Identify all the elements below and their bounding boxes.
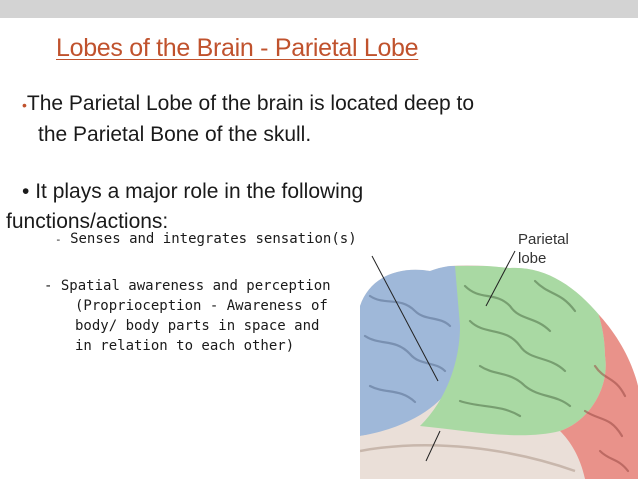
sub-item-text: Spatial awareness and perception [60, 278, 331, 294]
sub-item-text: in relation to each other) [75, 338, 295, 354]
bullet-line: The Parietal Lobe of the brain is locate… [26, 92, 475, 115]
sub-item-sensation: - Senses and integrates sensation(s) [55, 229, 357, 250]
label-pointer-line [485, 250, 516, 307]
lateral-fissure [360, 444, 576, 473]
bullet-functions: • It plays a major role in the following… [6, 177, 446, 237]
occipital-gyri [583, 364, 630, 473]
frontal-lobe [360, 266, 463, 436]
slide-title: Lobes of the Brain - Parietal Lobe [56, 34, 419, 62]
sub-item-text: Senses and integrates sensation(s) [70, 231, 357, 247]
sub-item-text: body/ body parts in space and [75, 318, 320, 334]
parietal-lobe [420, 266, 606, 436]
gyri-lines [458, 279, 577, 418]
sub-item-text: (Proprioception - Awareness of [75, 298, 328, 314]
bullet-line: functions/actions: [6, 210, 169, 233]
bullet-line: It plays a major role in the following [35, 180, 364, 203]
pointer-line-lower [425, 430, 441, 462]
temporal-lobe [360, 430, 585, 479]
brain-figure [360, 226, 638, 479]
sub-item-dash: - [44, 278, 53, 294]
bullet-marker: • [22, 180, 30, 203]
sub-item-dash: - [55, 233, 62, 246]
bullet-location: •The Parietal Lobe of the brain is locat… [22, 89, 602, 150]
frontal-gyri [363, 294, 452, 404]
parietal-lobe-label: Parietal lobe [518, 230, 569, 268]
top-bar [0, 0, 638, 18]
bullet-line: the Parietal Bone of the skull. [38, 123, 312, 146]
bullet-marker: • [22, 97, 27, 113]
brain-illustration [360, 250, 638, 479]
label-line: lobe [518, 250, 547, 267]
label-line: Parietal [518, 231, 569, 248]
pointer-line [371, 255, 439, 382]
sub-item-spatial: - Spatial awareness and perception (Prop… [44, 276, 374, 356]
